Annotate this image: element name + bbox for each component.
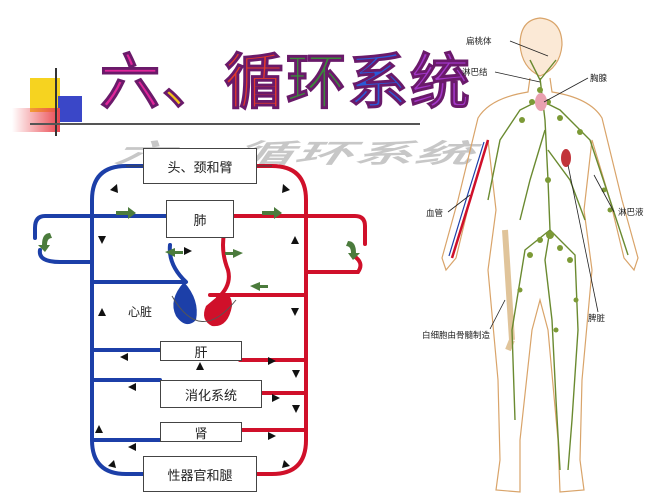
- title-char-number: 六: [100, 48, 162, 119]
- venous-paths: [33, 164, 188, 476]
- lymph-nodes: [517, 87, 613, 333]
- reproductive-legs-label: 性器官和腿: [167, 468, 233, 484]
- spleen-label: 脾脏: [588, 314, 606, 324]
- lymph-fluid-label: 淋巴液: [618, 208, 644, 218]
- head-neck-arms-box: 头、颈和臂: [143, 148, 257, 184]
- deco-red-gradient: [12, 108, 60, 132]
- deco-blue-square: [58, 96, 82, 122]
- black-arrows: [95, 184, 300, 468]
- bone-marrow-label: 白细胞由骨髓制造: [422, 331, 491, 341]
- reproductive-legs-box: 性器官和腿: [143, 456, 257, 492]
- title-separator: 、: [162, 48, 224, 119]
- title-char-4: 统: [410, 48, 472, 119]
- deco-horizontal-line: [30, 123, 420, 125]
- title-text: 六、循环系统: [100, 34, 472, 121]
- heart-label: 心脏: [128, 305, 153, 319]
- thymus-organ: [535, 93, 547, 111]
- liver-label: 肝: [194, 345, 208, 361]
- femur-bone: [502, 229, 515, 352]
- lung-box: 肺: [166, 200, 234, 238]
- liver-box: 肝: [160, 341, 242, 361]
- pointer-lines: [447, 40, 615, 330]
- digestive-system-label: 消化系统: [184, 388, 237, 404]
- kidney-box: 肾: [160, 422, 242, 442]
- title-char-2: 环: [286, 48, 348, 119]
- blood-vessel-label: 血管: [426, 209, 444, 219]
- lymph-node-label: 淋巴结: [462, 68, 488, 78]
- tonsil-label: 扁桃体: [466, 37, 492, 47]
- green-arrows: [38, 207, 360, 291]
- thymus-label: 胸腺: [590, 74, 608, 84]
- title-char-3: 系: [348, 48, 410, 119]
- lung-label: 肺: [193, 213, 207, 229]
- heart-shape: [171, 282, 237, 327]
- kidney-label: 肾: [194, 426, 208, 442]
- spleen-organ: [561, 149, 571, 167]
- head-neck-arms-label: 头、颈和臂: [167, 160, 233, 176]
- arm-blood-vessel: [450, 139, 490, 259]
- title-char-1: 循: [224, 48, 286, 119]
- digestive-system-box: 消化系统: [160, 380, 262, 408]
- page-title: 六、循环系统 六、循环系统: [100, 28, 491, 169]
- deco-vertical-line: [55, 68, 57, 136]
